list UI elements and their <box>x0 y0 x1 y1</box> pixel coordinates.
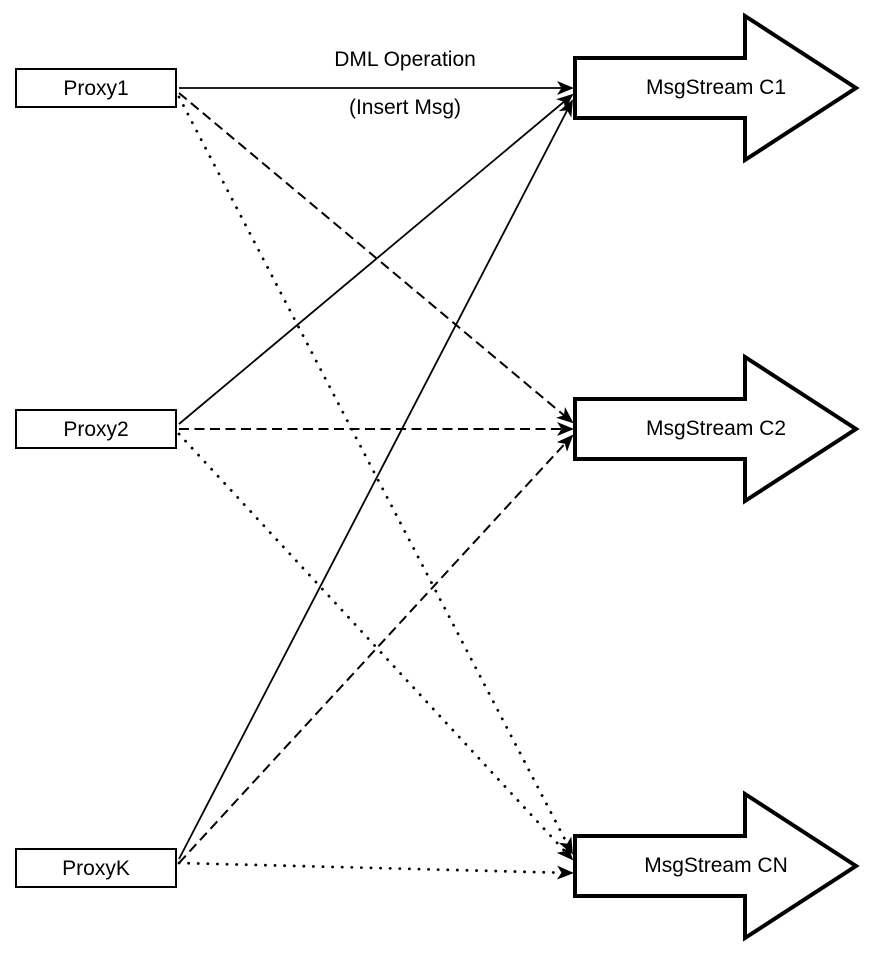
connector-proxy2-cn <box>177 432 574 861</box>
dml-operation-line2: (Insert Msg) <box>348 96 461 119</box>
connector-proxyk-cn <box>177 861 574 880</box>
proxy1-label: Proxy1 <box>63 76 129 100</box>
proxy1-node: Proxy1 <box>15 68 177 108</box>
proxyk-label: ProxyK <box>62 856 130 880</box>
msgstream-c2-arrow <box>573 353 860 505</box>
connector-proxyk-c2 <box>178 434 574 864</box>
proxy2-node: Proxy2 <box>15 409 177 449</box>
connector-proxy2-c1 <box>178 93 574 425</box>
proxy2-label: Proxy2 <box>63 417 129 441</box>
connector-layer <box>177 81 574 880</box>
dml-operation-label: DML Operation (Insert Msg) <box>295 24 515 120</box>
msgstream-c1-arrow <box>573 12 860 164</box>
connector-proxy1-c2 <box>178 92 574 424</box>
proxyk-node: ProxyK <box>15 848 177 888</box>
connector-proxyk-c1 <box>178 99 573 860</box>
connector-proxy1-cn <box>177 95 574 855</box>
dml-operation-line1: DML Operation <box>334 48 476 71</box>
msgstream-cn-arrow <box>573 790 860 942</box>
